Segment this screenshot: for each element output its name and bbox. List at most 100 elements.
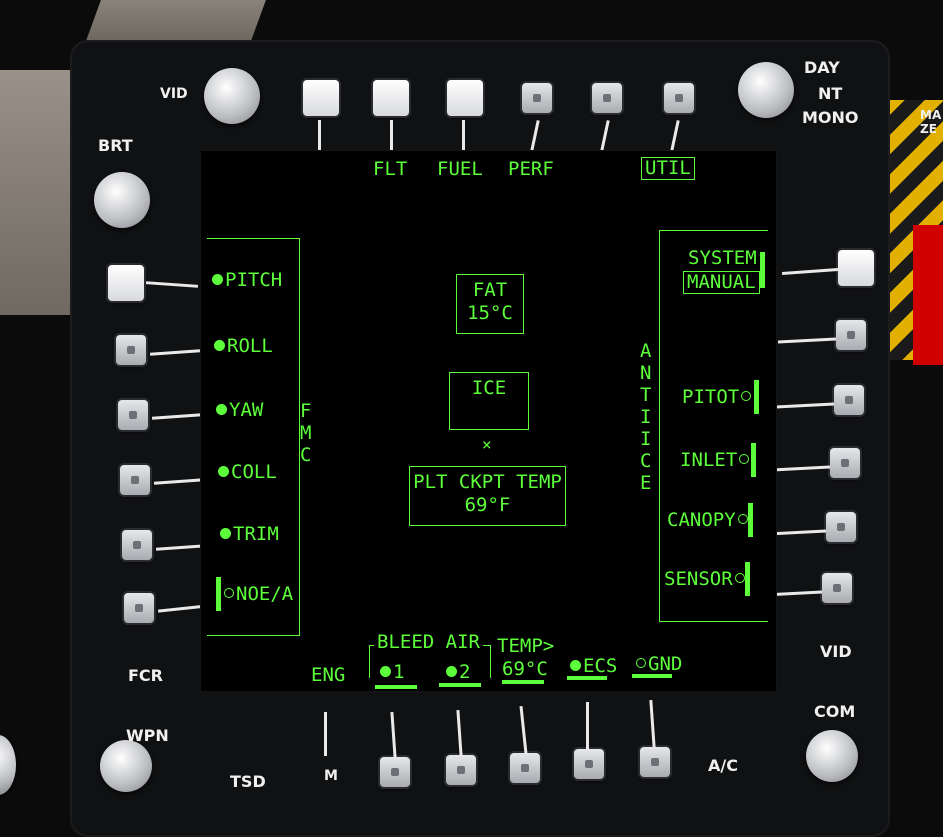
m-label: M: [324, 768, 338, 784]
gnd-label: GND: [648, 653, 683, 675]
mono-label: MONO: [802, 108, 859, 127]
ckpt-temp-box: PLT CKPT TEMP 69°F: [409, 466, 566, 526]
ecs-indicator: [570, 660, 581, 671]
fmc-yaw-label: YAW: [229, 399, 264, 421]
top-menu-fuel[interactable]: FUEL: [437, 158, 483, 180]
vid-knob[interactable]: [204, 68, 260, 124]
wpn-label: WPN: [126, 726, 169, 745]
left-button-1[interactable]: [108, 265, 144, 301]
fmc-trim-label: TRIM: [233, 523, 279, 545]
fmc-item-yaw[interactable]: YAW: [216, 401, 263, 420]
red-indicator: [913, 225, 943, 365]
fmc-item-roll[interactable]: ROLL: [214, 337, 273, 356]
right-button-1[interactable]: [838, 250, 874, 286]
com-label: COM: [814, 702, 856, 721]
fmc-item-noe[interactable]: NOE/A: [222, 585, 293, 604]
bottom-menu-gnd[interactable]: GND: [634, 655, 682, 674]
anti-ice-system-label: SYSTEM: [688, 247, 757, 269]
fmc-coll-indicator: [218, 466, 229, 477]
left-button-6[interactable]: [124, 593, 154, 623]
anti-ice-canopy-bar: [748, 503, 753, 537]
anti-ice-item-sensor[interactable]: SENSOR: [664, 570, 747, 589]
bottom-button-4[interactable]: [574, 749, 604, 779]
bottom-menu-bleed-1[interactable]: 1: [380, 663, 404, 682]
ice-box: ICE: [449, 372, 529, 430]
right-button-6[interactable]: [822, 573, 852, 603]
fmc-item-pitch[interactable]: PITCH: [212, 271, 282, 290]
pitot-label: PITOT: [682, 386, 740, 408]
mfd-screen: [200, 150, 777, 692]
ecs-bar: [567, 676, 607, 680]
anti-ice-sensor-bar: [745, 562, 750, 596]
bleed-1-bar: [375, 685, 417, 689]
fmc-trim-indicator: [220, 528, 231, 539]
canopy-label: CANOPY: [667, 509, 736, 531]
top-stem-3: [462, 120, 465, 156]
bleed-air-label: BLEED AIR: [374, 633, 483, 652]
left-edge-knob[interactable]: [0, 735, 16, 795]
left-button-3[interactable]: [118, 400, 148, 430]
vid-right-label: VID: [820, 642, 852, 661]
bottom-button-5[interactable]: [640, 747, 670, 777]
right-button-3[interactable]: [834, 385, 864, 415]
top-menu-flt[interactable]: FLT: [373, 158, 408, 180]
fmc-roll-indicator: [214, 340, 225, 351]
bottom-menu-temp[interactable]: 69°C: [502, 658, 548, 680]
bottom-button-1[interactable]: [380, 757, 410, 787]
anti-ice-inlet-bar: [751, 443, 756, 477]
right-button-2[interactable]: [836, 320, 866, 350]
wpn-knob[interactable]: [100, 740, 152, 792]
temp-label: TEMP>: [497, 635, 555, 657]
left-button-5[interactable]: [122, 530, 152, 560]
bottom-menu-eng[interactable]: ENG: [311, 664, 346, 686]
fmc-noe-bar: [216, 577, 221, 611]
com-knob[interactable]: [806, 730, 858, 782]
center-cross: ×: [482, 435, 492, 454]
fmc-roll-label: ROLL: [227, 335, 273, 357]
bleed-1-indicator: [380, 666, 391, 677]
sensor-indicator: [734, 573, 745, 583]
anti-ice-system-value[interactable]: MANUAL: [683, 271, 760, 294]
warning-label: MA ZE: [920, 108, 942, 136]
right-button-4[interactable]: [830, 448, 860, 478]
brt-knob[interactable]: [94, 172, 150, 228]
top-button-4[interactable]: [522, 83, 552, 113]
fmc-noe-label: NOE/A: [236, 583, 294, 605]
bottom-button-3[interactable]: [510, 753, 540, 783]
anti-ice-item-canopy[interactable]: CANOPY: [667, 511, 750, 530]
fcr-label: FCR: [128, 666, 163, 685]
left-button-2[interactable]: [116, 335, 146, 365]
canopy-indicator: [737, 514, 748, 524]
right-button-5[interactable]: [826, 512, 856, 542]
top-button-1[interactable]: [303, 80, 339, 116]
fmc-yaw-indicator: [216, 404, 227, 415]
top-menu-perf[interactable]: PERF: [508, 158, 554, 180]
top-button-5[interactable]: [592, 83, 622, 113]
bottom-stem-4: [586, 702, 589, 750]
bleed-2-indicator: [446, 666, 457, 677]
fmc-item-trim[interactable]: TRIM: [220, 525, 279, 544]
anti-ice-item-inlet[interactable]: INLET: [680, 451, 751, 470]
bottom-button-2[interactable]: [446, 755, 476, 785]
fmc-vertical-label: FMC: [300, 400, 314, 466]
day-nt-mono-knob[interactable]: [738, 62, 794, 118]
top-menu-util[interactable]: UTIL: [641, 157, 695, 180]
ckpt-temp-value: 69°F: [464, 494, 511, 516]
ac-label: A/C: [708, 756, 738, 775]
top-button-2[interactable]: [373, 80, 409, 116]
fmc-pitch-label: PITCH: [225, 269, 283, 291]
top-button-3[interactable]: [447, 80, 483, 116]
bottom-menu-ecs[interactable]: ECS: [570, 657, 617, 676]
fat-label: FAT: [472, 279, 508, 301]
bottom-menu-bleed-2[interactable]: 2: [446, 663, 470, 682]
anti-ice-item-pitot[interactable]: PITOT: [682, 388, 753, 407]
nt-label: NT: [818, 84, 843, 103]
anti-ice-system-bar: [760, 252, 765, 288]
bottom-stem-0: [324, 712, 327, 756]
sensor-label: SENSOR: [664, 568, 733, 590]
top-button-6[interactable]: [664, 83, 694, 113]
fmc-item-coll[interactable]: COLL: [218, 463, 277, 482]
bleed-2-bar: [439, 683, 481, 687]
left-button-4[interactable]: [120, 465, 150, 495]
fat-value: 15°C: [467, 302, 513, 324]
